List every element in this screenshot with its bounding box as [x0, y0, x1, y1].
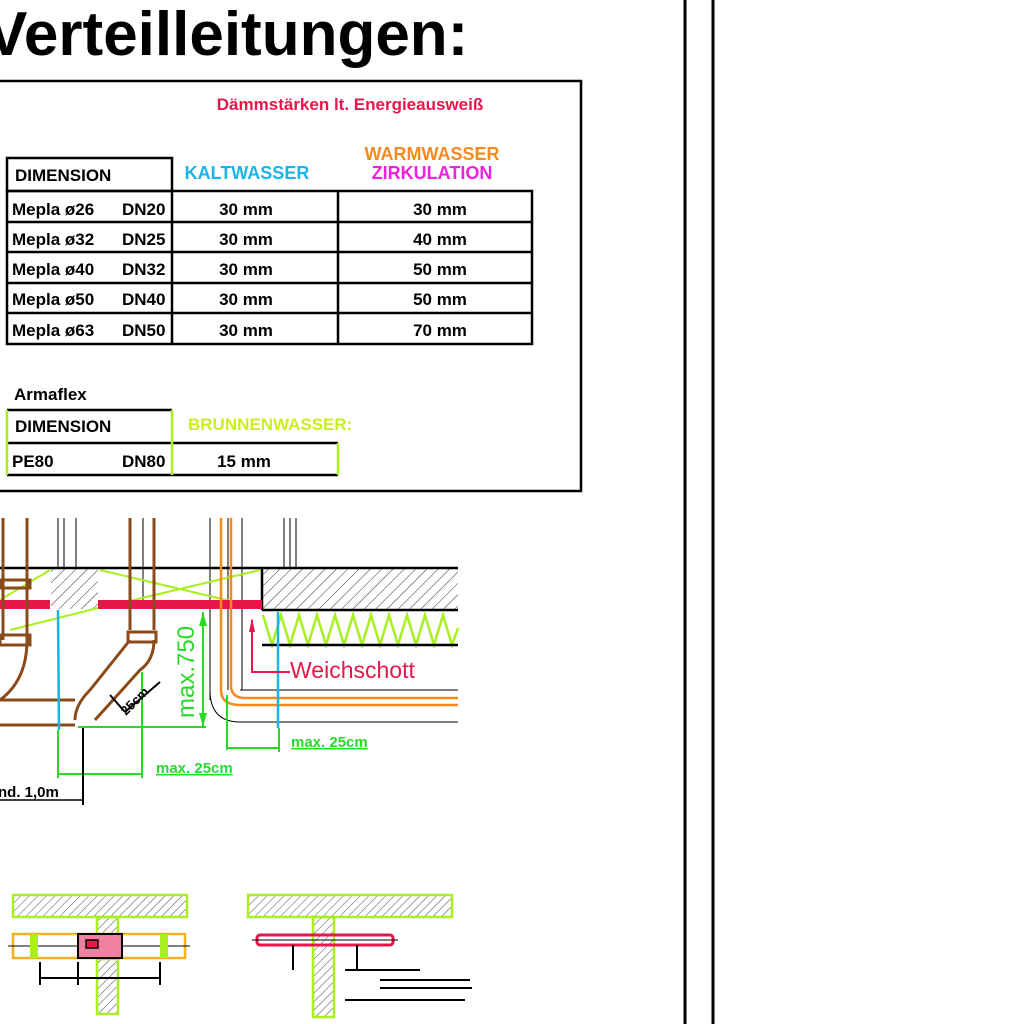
cell-pipe: PE80: [12, 452, 54, 471]
cell-cold: 30 mm: [219, 200, 273, 219]
cell-dn: DN32: [122, 260, 165, 279]
cell-pipe: Mepla ø26: [12, 200, 94, 219]
cell-pipe: Mepla ø63: [12, 321, 94, 340]
cell-cold: 30 mm: [219, 290, 273, 309]
wall-hatch: [51, 569, 98, 609]
col-dimension: DIMENSION: [15, 417, 111, 436]
min-1m-label: nd. 1,0m: [0, 784, 59, 801]
cell-warm: 70 mm: [413, 321, 467, 340]
cell-cold: 30 mm: [219, 321, 273, 340]
soft-insulation: [261, 610, 460, 650]
pipe-detail-drawing: Weichschott max.750 max. 25cm max. 25cm …: [0, 518, 460, 805]
cell-warm: 50 mm: [413, 290, 467, 309]
table-row: Mepla ø40 DN32 30 mm 50 mm: [12, 260, 467, 279]
wall-hatch: [263, 569, 458, 609]
table-row: Mepla ø32 DN25 30 mm 40 mm: [12, 230, 467, 249]
cell-dn: DN80: [122, 452, 165, 471]
max-25cm-label: max. 25cm: [291, 734, 368, 751]
cell-cold: 30 mm: [219, 230, 273, 249]
cell-dn: DN50: [122, 321, 165, 340]
col-kaltwasser: KALTWASSER: [185, 163, 310, 183]
wall-passage-detail-right: [246, 893, 472, 1019]
table-row: Mepla ø50 DN40 30 mm 50 mm: [12, 290, 467, 309]
cell-pipe: Mepla ø40: [12, 260, 94, 279]
armaflex-table: Armaflex DIMENSION BRUNNENWASSER: PE80 D…: [5, 385, 352, 477]
page-title: Verteilleitungen:: [0, 0, 468, 69]
table-frame: [0, 79, 583, 493]
table-row: Mepla ø63 DN50 30 mm 70 mm: [12, 321, 467, 340]
col-zirkulation: ZIRKULATION: [372, 163, 493, 183]
max-25cm-label: max. 25cm: [156, 760, 233, 777]
insulation-table: Dämmstärken lt. Energieausweiß DIMENSION…: [5, 95, 534, 346]
weichschott-label: Weichschott: [290, 657, 415, 683]
table-row: Mepla ø26 DN20 30 mm 30 mm: [12, 200, 467, 219]
cell-cold: 30 mm: [219, 260, 273, 279]
armaflex-heading: Armaflex: [14, 385, 87, 404]
wall-passage-detail-left: [8, 893, 190, 1016]
cell-pipe: Mepla ø32: [12, 230, 94, 249]
col-warmwasser: WARMWASSER: [365, 144, 500, 164]
cell-value: 15 mm: [217, 452, 271, 471]
cell-warm: 30 mm: [413, 200, 467, 219]
max-750-label: max.750: [173, 626, 200, 718]
cell-dn: DN40: [122, 290, 165, 309]
col-brunnenwasser: BRUNNENWASSER:: [188, 415, 352, 434]
cell-warm: 40 mm: [413, 230, 467, 249]
cell-pipe: Mepla ø50: [12, 290, 94, 309]
cell-dn: DN25: [122, 230, 165, 249]
cell-warm: 50 mm: [413, 260, 467, 279]
col-dimension: DIMENSION: [15, 166, 111, 185]
table-heading: Dämmstärken lt. Energieausweiß: [217, 95, 483, 114]
cell-dn: DN20: [122, 200, 165, 219]
